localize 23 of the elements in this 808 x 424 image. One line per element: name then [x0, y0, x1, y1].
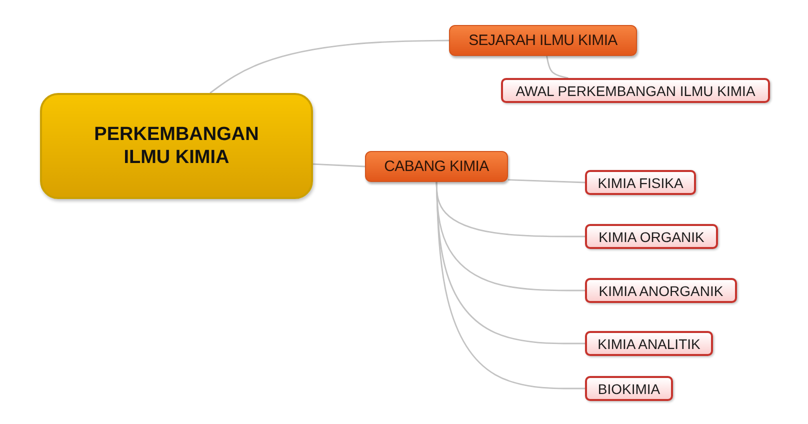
connector-line	[436, 182, 585, 390]
central-topic-box	[40, 93, 313, 199]
subtopic-label: KIMIA FISIKA	[598, 174, 684, 190]
subtopic-label: KIMIA ANORGANIK	[598, 282, 724, 298]
subtopic-label: AWAL PERKEMBANGAN ILMU KIMIA	[516, 82, 756, 98]
branch-box	[449, 25, 637, 56]
branch-label: SEJARAH ILMU KIMIA	[468, 32, 618, 49]
connector-line	[546, 56, 568, 79]
subtopic-label: BIOKIMIA	[598, 380, 660, 396]
subtopic-label: KIMIA ANALITIK	[598, 336, 700, 352]
branch-box	[365, 151, 508, 182]
central-topic-label: PERKEMBANGAN ILMU KIMIA	[93, 123, 260, 169]
subtopic-box	[585, 170, 696, 195]
subtopic-box	[585, 376, 673, 401]
subtopic-box	[501, 78, 770, 103]
connector-line	[210, 40, 449, 94]
subtopic-label: KIMIA ORGANIK	[598, 228, 704, 244]
subtopic-box	[585, 278, 737, 303]
branch-label: CABANG KIMIA	[384, 158, 489, 175]
subtopic-box	[585, 224, 718, 249]
connector-line	[508, 179, 586, 184]
connector-line	[312, 163, 366, 168]
subtopic-box	[585, 331, 713, 356]
